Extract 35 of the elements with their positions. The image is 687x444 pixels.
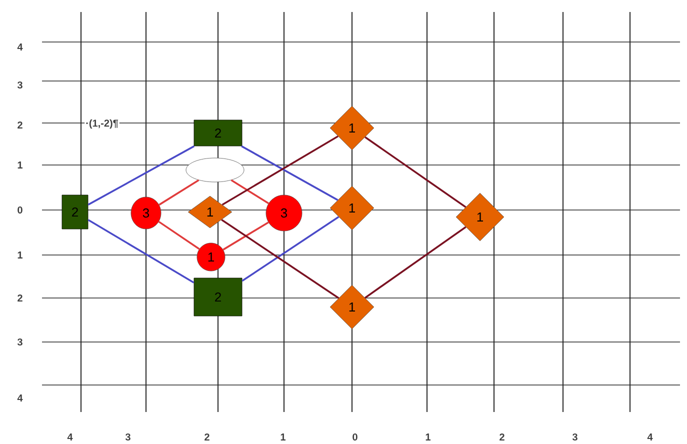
- square-box: 2: [62, 194, 88, 230]
- axis-label: 1: [16, 160, 24, 170]
- axis-label: 2: [498, 432, 506, 442]
- connector-line: [221, 219, 340, 299]
- ellipse: [186, 158, 244, 182]
- axis-label: ·(1,-2)¶: [84, 118, 120, 130]
- axis-label: 3: [16, 337, 24, 347]
- axis-label: 3: [16, 80, 24, 90]
- axis-label: 1: [424, 432, 432, 442]
- axis-label: 0: [351, 432, 359, 442]
- connector-line: [88, 145, 195, 206]
- connector-line: [222, 222, 269, 250]
- connector-line: [158, 220, 200, 250]
- axis-label: 4: [646, 432, 654, 442]
- axis-label: 2: [203, 432, 211, 442]
- axis-label: 3: [571, 432, 579, 442]
- axis-label: 4: [16, 394, 24, 402]
- connector-line: [364, 226, 466, 299]
- axis-label: 1: [279, 432, 287, 442]
- connector-line: [88, 219, 194, 284]
- axis-label: 4: [66, 432, 74, 442]
- axis-label: 0: [16, 205, 24, 215]
- axis-label: 4: [16, 42, 24, 52]
- axis-label: 2: [16, 120, 24, 130]
- square-box: 2: [194, 120, 242, 146]
- square-box: 2: [194, 278, 242, 316]
- connector-line: [364, 136, 466, 208]
- axis-label: 3: [124, 432, 132, 442]
- connector-line: [222, 135, 339, 206]
- connector-line: [230, 179, 270, 204]
- connector-line: [158, 179, 200, 206]
- axis-label: 2: [16, 294, 24, 302]
- connector-line: [241, 145, 338, 201]
- connector-line: [242, 216, 340, 282]
- axis-label: 1: [16, 250, 24, 260]
